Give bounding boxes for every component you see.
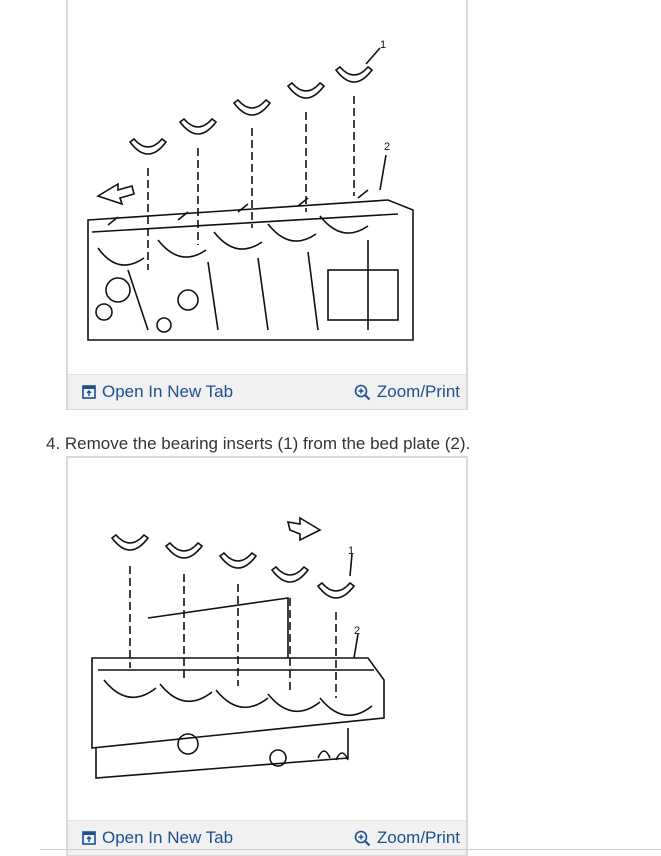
divider xyxy=(40,849,661,850)
open-in-new-tab-label: Open In New Tab xyxy=(102,382,234,401)
zoom-print-label: Zoom/Print xyxy=(376,382,460,401)
figure-card-upper-bearings: 1 2 Open In New Tab Zoom/Print xyxy=(66,0,468,410)
zoom-in-icon xyxy=(354,384,371,400)
figure-action-bar: Open In New Tab Zoom/Print xyxy=(68,374,466,409)
figure-card-bedplate-bearings: 1 2 Open In New Tab Zoom/Print xyxy=(66,456,468,856)
callout-2: 2 xyxy=(354,625,360,637)
new-tab-icon xyxy=(82,385,96,399)
step-instruction: 4. Remove the bearing inserts (1) from t… xyxy=(46,434,471,453)
open-in-new-tab-link[interactable]: Open In New Tab xyxy=(82,382,233,402)
callout-1: 1 xyxy=(380,39,386,51)
open-in-new-tab-link[interactable]: Open In New Tab xyxy=(82,828,233,848)
illustration-engine-block-bearings: 1 2 xyxy=(87,39,414,341)
zoom-in-icon xyxy=(354,830,371,846)
illustration-bedplate-bearings: 1 2 xyxy=(91,516,385,779)
callout-1: 1 xyxy=(348,545,354,557)
new-tab-icon xyxy=(82,831,96,845)
callout-2: 2 xyxy=(384,141,390,153)
open-in-new-tab-label: Open In New Tab xyxy=(102,828,234,847)
zoom-print-link[interactable]: Zoom/Print xyxy=(354,828,460,848)
zoom-print-link[interactable]: Zoom/Print xyxy=(354,382,460,402)
zoom-print-label: Zoom/Print xyxy=(376,828,460,847)
